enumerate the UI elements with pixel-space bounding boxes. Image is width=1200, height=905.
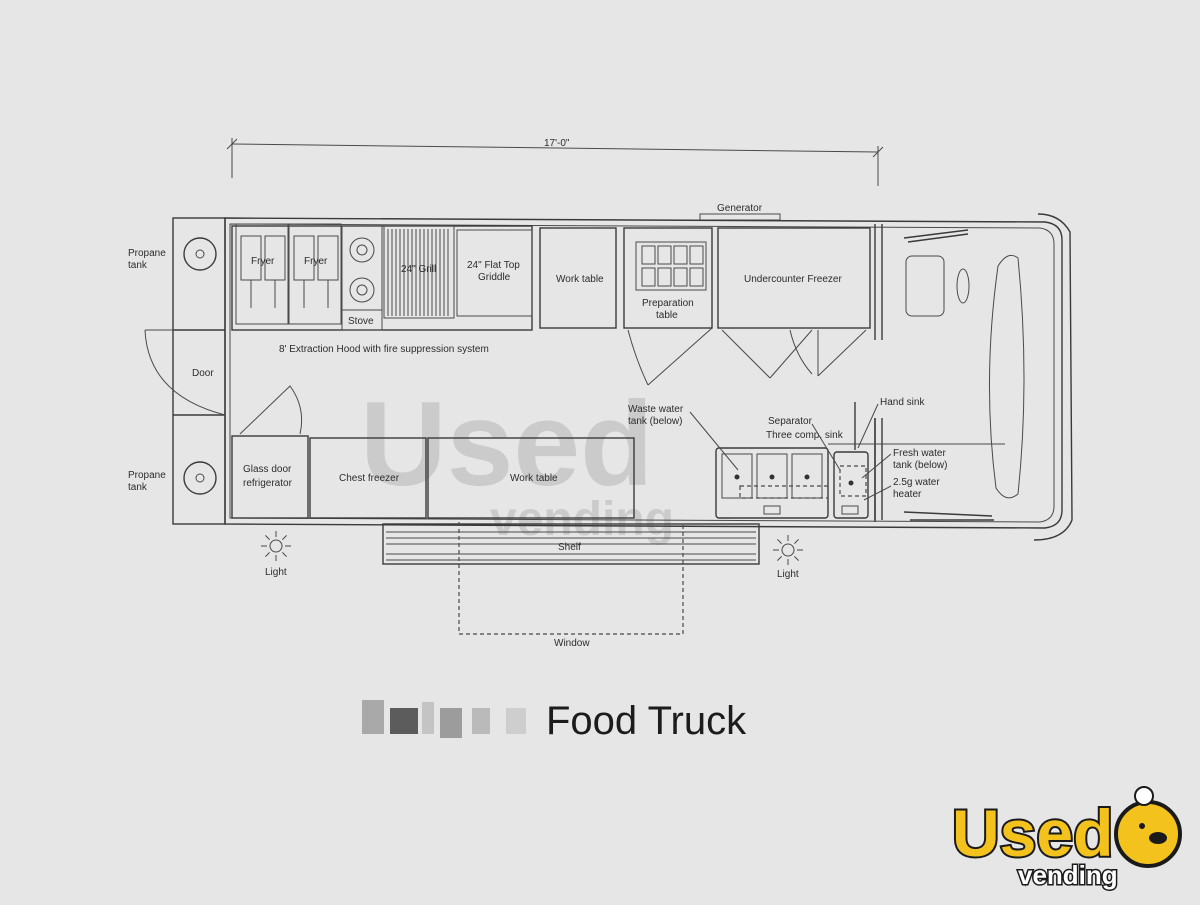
work-table-top: Work table bbox=[539, 227, 617, 329]
glass-door-fridge-label-line1: Glass door bbox=[243, 464, 292, 475]
truck-body bbox=[172, 213, 1073, 541]
window-label: Window bbox=[554, 638, 590, 649]
generator: Generator bbox=[699, 203, 781, 221]
shelf-label: Shelf bbox=[558, 542, 581, 553]
stove-label: Stove bbox=[348, 316, 374, 327]
undercounter-freezer-label: Undercounter Freezer bbox=[744, 274, 842, 285]
preparation-table: Preparation table bbox=[623, 227, 713, 386]
waste-water-label-line2: tank (below) bbox=[628, 416, 682, 427]
serving-shelf: Shelf bbox=[382, 523, 760, 565]
propane-tank-bottom-label-line2: tank bbox=[128, 482, 148, 493]
undercounter-freezer: Undercounter Freezer bbox=[717, 227, 871, 379]
water-heater-label-line1: 2.5g water bbox=[893, 477, 940, 488]
separator-label: Separator bbox=[768, 416, 813, 427]
grill-grates bbox=[387, 229, 449, 316]
waste-water-label-line1: Waste water bbox=[628, 404, 684, 415]
watermark: Used vending bbox=[360, 377, 674, 546]
prep-table-label-line1: Preparation bbox=[642, 298, 694, 309]
griddle-label-line1: 24" Flat Top bbox=[467, 260, 520, 271]
side-door: Door bbox=[144, 329, 226, 416]
extraction-hood-label: 8' Extraction Hood with fire suppression… bbox=[279, 344, 489, 355]
propane-tank-bottom-label-line1: Propane bbox=[128, 470, 166, 481]
door-label: Door bbox=[192, 368, 214, 379]
chest-freezer: Chest freezer bbox=[309, 437, 427, 519]
work-table-bottom-label: Work table bbox=[510, 473, 558, 484]
three-compartment-sink: Three comp. sink Waste water tank (below… bbox=[628, 404, 844, 519]
cooking-line: Fryer Fryer Stove 24" Grill 24" Flat Top… bbox=[231, 223, 533, 355]
propane-tank-top-label-line1: Propane bbox=[128, 248, 166, 259]
hand-sink: Hand sink Separator Fresh water tank (be… bbox=[768, 397, 947, 522]
light-left-label: Light bbox=[265, 567, 287, 578]
water-heater-label-line2: heater bbox=[893, 489, 922, 500]
logo-text-used: Used bbox=[952, 796, 1113, 870]
plan-title: Food Truck bbox=[362, 699, 747, 743]
chest-freezer-label: Chest freezer bbox=[339, 473, 400, 484]
propane-tank-top-label-line2: tank bbox=[128, 260, 148, 271]
service-window: Window bbox=[458, 522, 684, 649]
glass-door-fridge-label-line2: refrigerator bbox=[243, 478, 293, 489]
fryer-1-label: Fryer bbox=[251, 256, 275, 267]
work-table-bottom: Work table bbox=[427, 437, 635, 519]
three-comp-sink-label: Three comp. sink bbox=[766, 430, 844, 441]
glass-door-refrigerator: Glass door refrigerator bbox=[231, 385, 309, 519]
light-left: Light bbox=[261, 531, 291, 578]
propane-tank-top: Propane tank bbox=[128, 237, 217, 271]
shelf-lines bbox=[386, 531, 756, 561]
title-text: Food Truck bbox=[546, 699, 747, 743]
piggy-bank-icon bbox=[1114, 786, 1182, 868]
light-right: Light bbox=[773, 535, 803, 580]
fresh-water-label-line2: tank (below) bbox=[893, 460, 947, 471]
watermark-text-big: Used bbox=[360, 377, 653, 511]
fryer-2-label: Fryer bbox=[304, 256, 328, 267]
truck-cab bbox=[903, 229, 1025, 521]
griddle-label-line2: Griddle bbox=[478, 272, 511, 283]
dimension-line: 17'-0" bbox=[226, 138, 884, 186]
dimension-label: 17'-0" bbox=[544, 138, 570, 149]
fresh-water-label-line1: Fresh water bbox=[893, 448, 946, 459]
generator-label: Generator bbox=[717, 203, 763, 214]
hand-sink-label: Hand sink bbox=[880, 397, 925, 408]
prep-table-label-line2: table bbox=[656, 310, 678, 321]
light-right-label: Light bbox=[777, 569, 799, 580]
redacted-title-word bbox=[362, 700, 526, 738]
grill-label: 24" Grill bbox=[401, 264, 436, 275]
prep-pans bbox=[635, 241, 707, 291]
propane-tank-bottom: Propane tank bbox=[128, 461, 217, 495]
work-table-top-label: Work table bbox=[556, 274, 604, 285]
used-vending-logo: Used vending bbox=[948, 782, 1188, 892]
logo-text-vending: vending bbox=[1018, 860, 1118, 890]
